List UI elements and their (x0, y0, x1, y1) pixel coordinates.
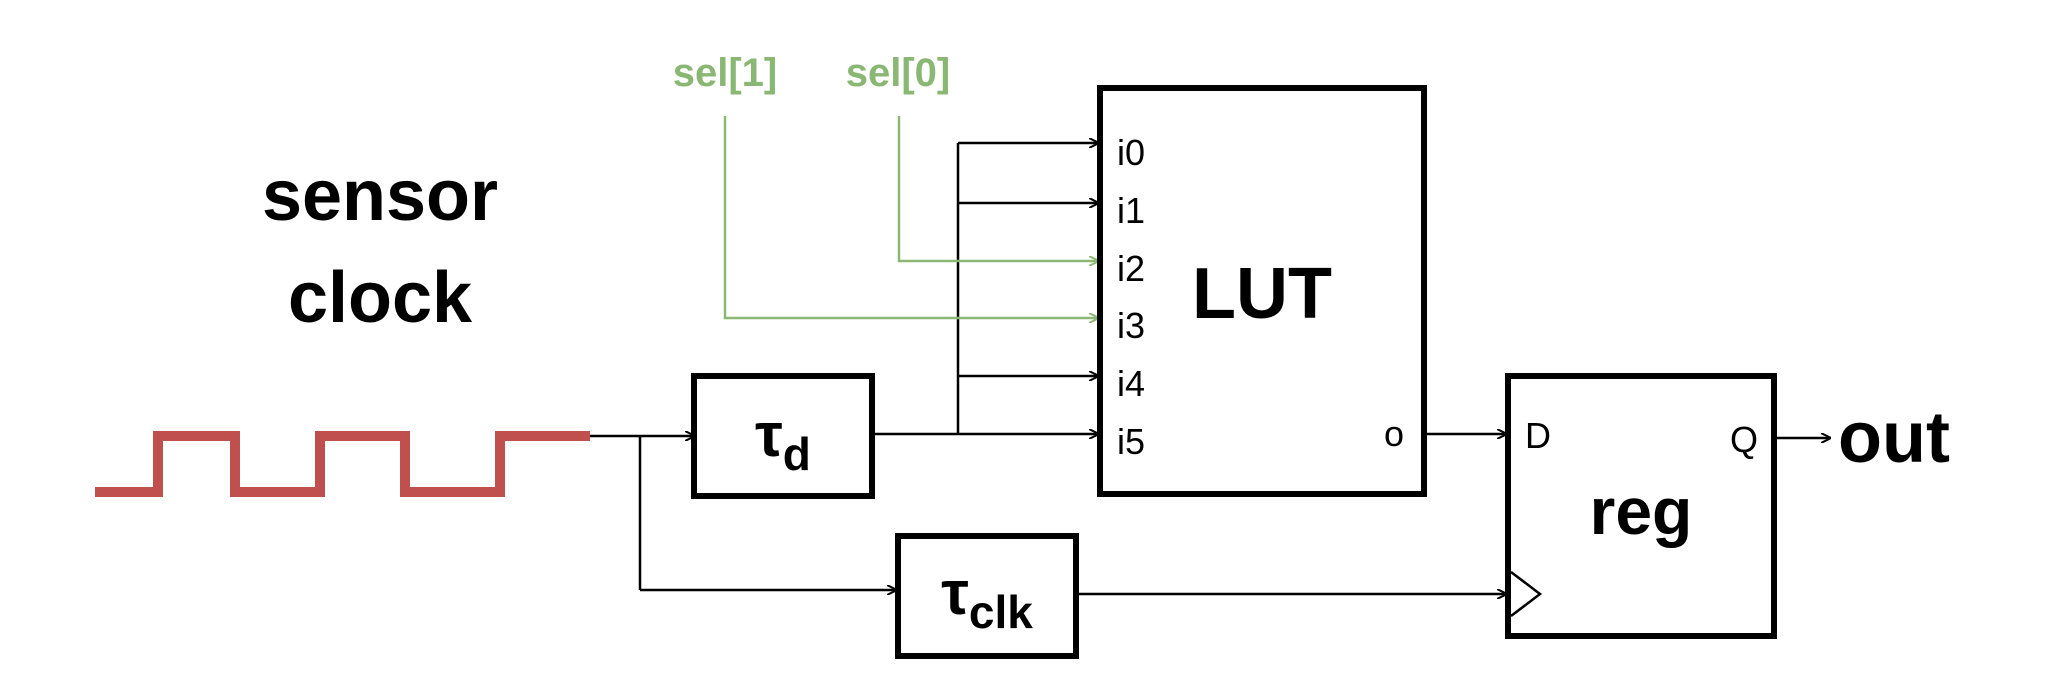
delay-d-subscript: d (783, 428, 811, 480)
reg-box (1505, 373, 1777, 639)
reg-port-q: Q (1730, 419, 1758, 460)
lut-label: LUT (1192, 254, 1332, 334)
lut-box (1097, 85, 1427, 497)
lut-input-i1: i1 (1117, 190, 1145, 231)
delay-d-symbol: τ (755, 401, 783, 470)
output-label: out (1838, 398, 1950, 478)
lut-input-i4: i4 (1117, 363, 1145, 404)
reg-clock-triangle (1510, 571, 1543, 617)
wire-sel1 (723, 116, 1098, 318)
lut-output-o: o (1384, 413, 1404, 454)
delay-clk-box (895, 533, 1079, 659)
delay-clk-label: τclk (941, 559, 1033, 638)
title-sensor: sensor (262, 156, 498, 236)
delay-clk-symbol: τ (941, 559, 969, 628)
reg-label: reg (1590, 474, 1693, 548)
lut-input-i0: i0 (1117, 132, 1145, 173)
sel0-label: sel[0] (846, 51, 951, 95)
wire-sel0 (897, 116, 1098, 261)
reg-port-d: D (1525, 415, 1551, 456)
delay-d-label: τd (755, 401, 811, 480)
lut-input-i5: i5 (1117, 421, 1145, 462)
clock-waveform (95, 431, 590, 497)
delay-clk-subscript: clk (969, 586, 1033, 638)
lut-input-i3: i3 (1117, 305, 1145, 346)
sel1-label: sel[1] (673, 51, 778, 95)
title-clock: clock (288, 258, 473, 338)
lut-input-i2: i2 (1117, 248, 1145, 289)
delay-d-box (691, 373, 875, 499)
